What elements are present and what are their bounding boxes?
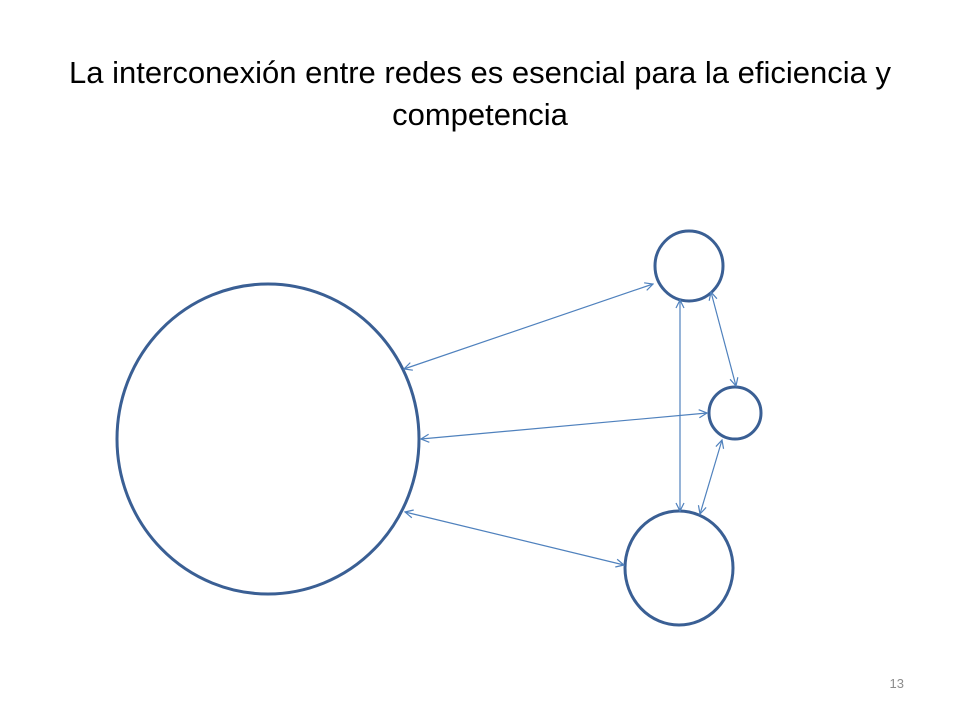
slide-title: La interconexión entre redes es esencial…: [69, 55, 891, 132]
link-top-to-middle: [711, 292, 736, 386]
link-middle-to-bottom: [700, 440, 722, 514]
link-large-to-bottom: [405, 512, 624, 565]
link-large-to-middle: [421, 413, 707, 439]
large-network-node: [115, 282, 421, 596]
page-number: 13: [889, 676, 904, 691]
top-network-node: [653, 229, 725, 303]
bottom-network-node: [623, 509, 735, 627]
middle-network-node: [707, 385, 763, 441]
link-large-to-top: [404, 284, 653, 369]
